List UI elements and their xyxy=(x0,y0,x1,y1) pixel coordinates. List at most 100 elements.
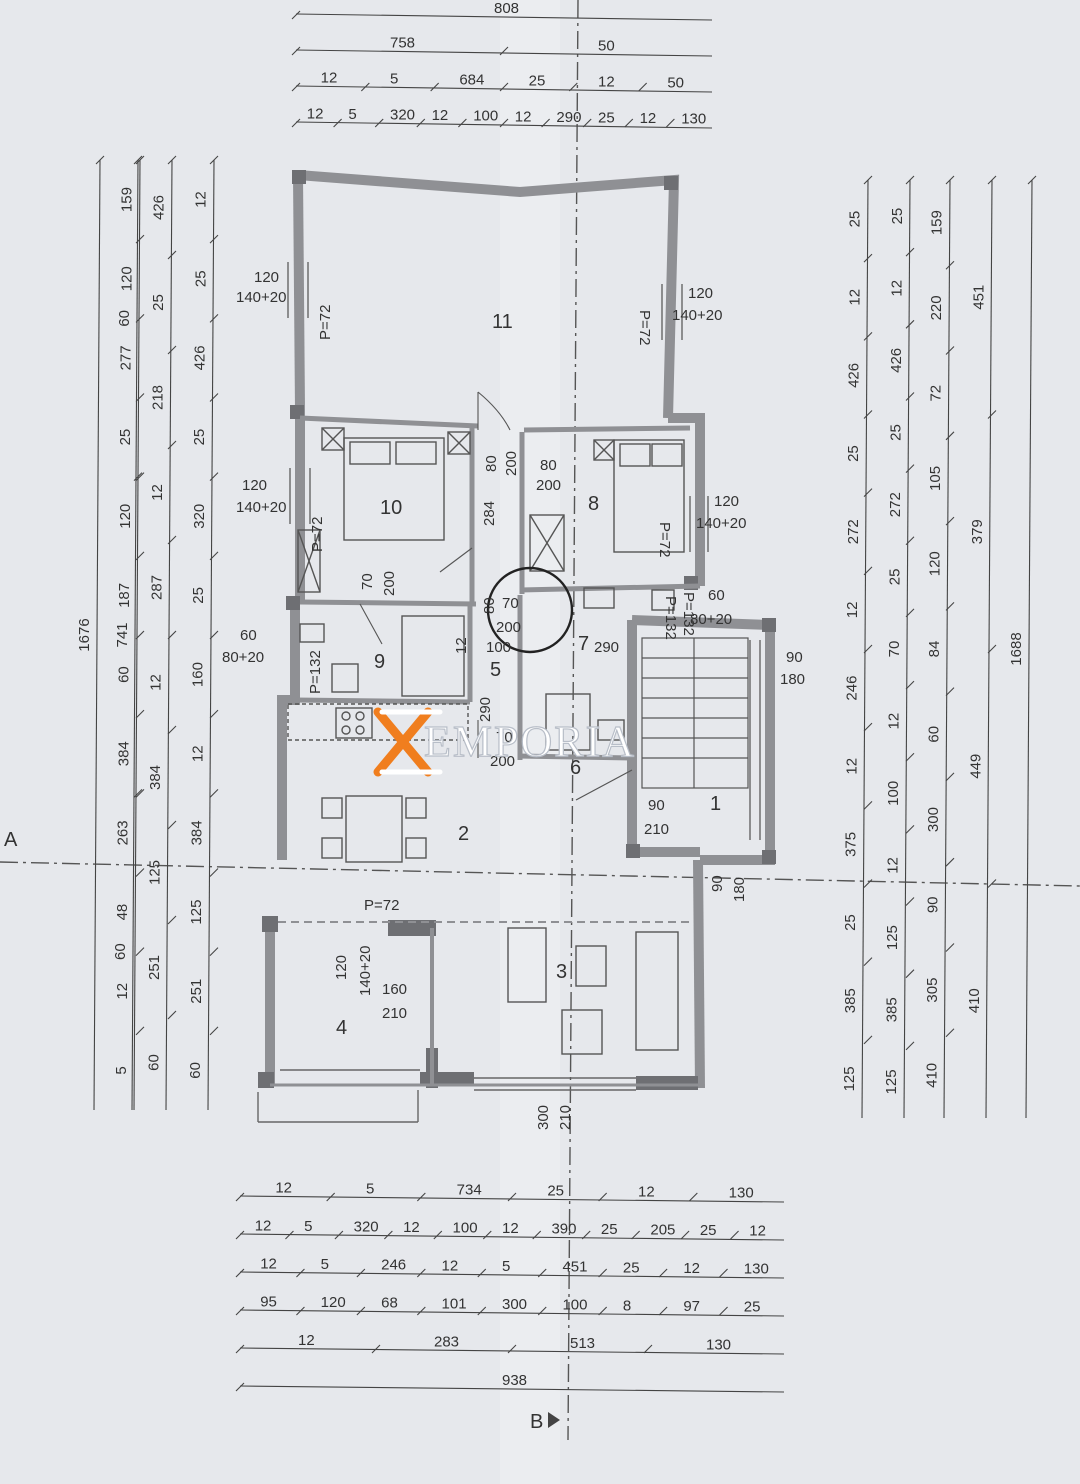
dimension-label: 5 xyxy=(113,1066,130,1074)
dimension-tick xyxy=(863,644,873,654)
dimension-label: 375 xyxy=(843,832,860,857)
dimension-label: 287 xyxy=(148,575,165,600)
brand-name: EMPORIA xyxy=(424,717,636,766)
dimension-tick xyxy=(458,118,467,128)
dimension-tick xyxy=(482,1230,492,1240)
dimension-label: 25 xyxy=(886,569,903,586)
dimension-tick xyxy=(568,82,578,92)
dimension-label: 449 xyxy=(967,754,984,779)
dimension-label: 60 xyxy=(187,1062,204,1079)
dimension-label: 741 xyxy=(114,622,131,647)
dimension-label: 12 xyxy=(149,484,166,501)
dimension-tick xyxy=(291,82,301,92)
annotation: 140+20 xyxy=(236,289,286,306)
annotation: P=132 xyxy=(662,596,679,640)
dimension-tick xyxy=(167,535,177,545)
dimension-line xyxy=(239,1347,785,1355)
dimension-tick xyxy=(537,1268,547,1278)
annotation: 210 xyxy=(644,821,669,838)
annotation: 90 xyxy=(709,875,726,892)
dimension-label: 60 xyxy=(925,726,942,743)
dimension-label: 251 xyxy=(146,955,163,980)
section-marker-b: B xyxy=(530,1411,543,1433)
annotation: 180 xyxy=(780,671,805,688)
dimension-tick xyxy=(499,118,509,128)
dimension-label: 218 xyxy=(150,385,167,410)
dimension-tick xyxy=(507,1344,517,1354)
dimension-tick xyxy=(905,680,915,690)
dimension-tick xyxy=(167,155,177,165)
dimension-tick xyxy=(296,1268,305,1278)
annotation: 120 xyxy=(714,493,739,510)
dimension-tick xyxy=(624,118,634,128)
dimension-tick xyxy=(905,752,915,762)
annotation: 200 xyxy=(496,619,521,636)
room-labels: 11 10 8 9 7 6 5 2 1 3 4 xyxy=(336,311,721,1039)
dimension-label: 120 xyxy=(118,266,135,291)
dimension-label: 125 xyxy=(841,1066,858,1091)
dimension-tick xyxy=(291,10,301,20)
dimension-tick xyxy=(863,410,873,419)
dimension-line xyxy=(903,179,911,1119)
dimension-tick xyxy=(235,1382,245,1392)
dimension-tick xyxy=(499,46,509,56)
dimension-label: 263 xyxy=(115,820,132,845)
shower-room-9 xyxy=(401,615,465,697)
dimension-tick xyxy=(905,319,915,329)
section-arrow-b xyxy=(548,1412,560,1428)
dimension-tick xyxy=(167,440,177,450)
dimension-label: 277 xyxy=(118,345,135,370)
dimension-tick xyxy=(945,687,955,697)
dimension-label: 25 xyxy=(191,429,208,446)
dimension-line xyxy=(133,159,141,1111)
dimension-label: 220 xyxy=(928,295,945,320)
dimension-label: 451 xyxy=(562,1259,587,1276)
dimension-label: 95 xyxy=(260,1293,277,1310)
dimension-label: 12 xyxy=(275,1180,292,1197)
dimension-tick xyxy=(209,947,219,957)
annotation: 210 xyxy=(557,1105,574,1130)
dimension-tick xyxy=(209,313,219,323)
dimension-tick xyxy=(945,346,955,355)
dimension-tick xyxy=(135,1026,145,1036)
dimension-label: 12 xyxy=(749,1223,766,1240)
dimension-tick xyxy=(326,1192,336,1202)
dimension-label: 125 xyxy=(883,1069,900,1094)
annotation: 120 xyxy=(333,955,350,980)
dimension-tick xyxy=(688,1192,698,1202)
emporia-logo-icon xyxy=(373,707,443,777)
dimension-tick xyxy=(135,551,145,561)
dimension-label: 12 xyxy=(307,105,324,122)
dimension-tick xyxy=(135,155,145,165)
dimension-tick xyxy=(987,175,997,185)
dimension-label: 12 xyxy=(846,289,863,306)
dimension-label: 125 xyxy=(147,860,164,885)
dimension-tick xyxy=(987,644,997,654)
dimension-tick xyxy=(167,1010,177,1020)
dimension-label: 60 xyxy=(112,943,129,960)
dimension-tick xyxy=(905,392,915,401)
dimension-label: 25 xyxy=(889,208,906,225)
door-swings xyxy=(359,391,511,758)
dimension-label: 385 xyxy=(842,988,859,1013)
dimension-tick xyxy=(863,488,873,498)
dimension-tick xyxy=(95,155,105,165)
annotation: 120 xyxy=(254,269,279,286)
dimension-label: 5 xyxy=(366,1181,374,1198)
dimension-label: 684 xyxy=(459,72,484,89)
dimension-label: 101 xyxy=(442,1295,467,1312)
dimension-label: 320 xyxy=(191,504,208,529)
dimension-line xyxy=(295,13,713,21)
dimension-tick xyxy=(945,175,955,185)
annotation: 140+20 xyxy=(357,946,374,996)
dimension-tick xyxy=(945,516,955,526)
dimension-tick xyxy=(532,1230,542,1240)
dimension-tick xyxy=(209,788,219,798)
dimension-tick xyxy=(905,464,915,474)
annotation: 80 xyxy=(483,455,500,472)
dimension-label: 5 xyxy=(304,1218,312,1235)
annotation: P=72 xyxy=(656,522,673,557)
dimension-tick xyxy=(945,260,955,270)
dimension-tick xyxy=(167,345,177,355)
dimension-tick xyxy=(291,46,301,56)
